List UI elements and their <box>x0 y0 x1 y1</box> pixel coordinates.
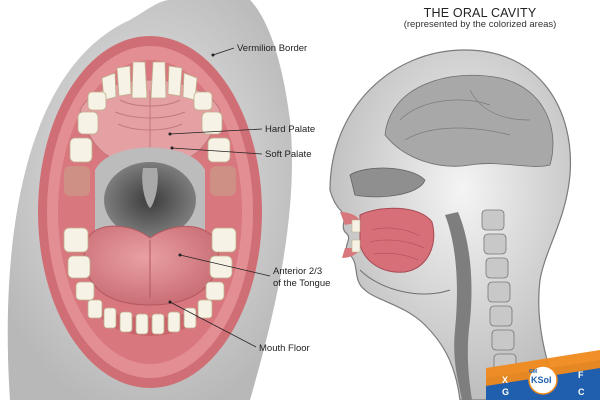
label-tongue-line1: Anterior 2/3 <box>273 266 323 277</box>
diagram-subtitle: (represented by the colorized areas) <box>403 19 557 30</box>
brand-logo <box>486 350 600 400</box>
spine <box>481 209 517 375</box>
brand-logo-text: X F G C GM KSol <box>484 360 600 400</box>
label-soft-palate: Soft Palate <box>265 149 312 160</box>
label-mouth-floor: Mouth Floor <box>259 343 310 354</box>
open-mouth-view <box>7 0 292 400</box>
label-tongue-line2: of the Tongue <box>273 278 331 289</box>
brain <box>384 74 554 167</box>
label-hard-palate: Hard Palate <box>265 124 316 135</box>
tongue-shape <box>83 225 219 306</box>
logo-letter-x: X <box>502 375 509 385</box>
logo-letter-f: F <box>578 370 584 380</box>
sagittal-head-view <box>329 49 572 401</box>
logo-prefix: GM <box>529 369 538 375</box>
leader-lines <box>169 47 271 348</box>
uvula <box>142 168 158 208</box>
logo-brand: KSol <box>531 375 552 385</box>
logo-letter-c: C <box>578 387 585 397</box>
upper-teeth <box>69 61 231 163</box>
label-vermilion-border: Vermilion Border <box>237 43 308 54</box>
logo-letter-g: G <box>502 387 510 397</box>
lower-teeth <box>63 227 237 335</box>
diagram-title: THE ORAL CAVITY <box>423 6 537 20</box>
